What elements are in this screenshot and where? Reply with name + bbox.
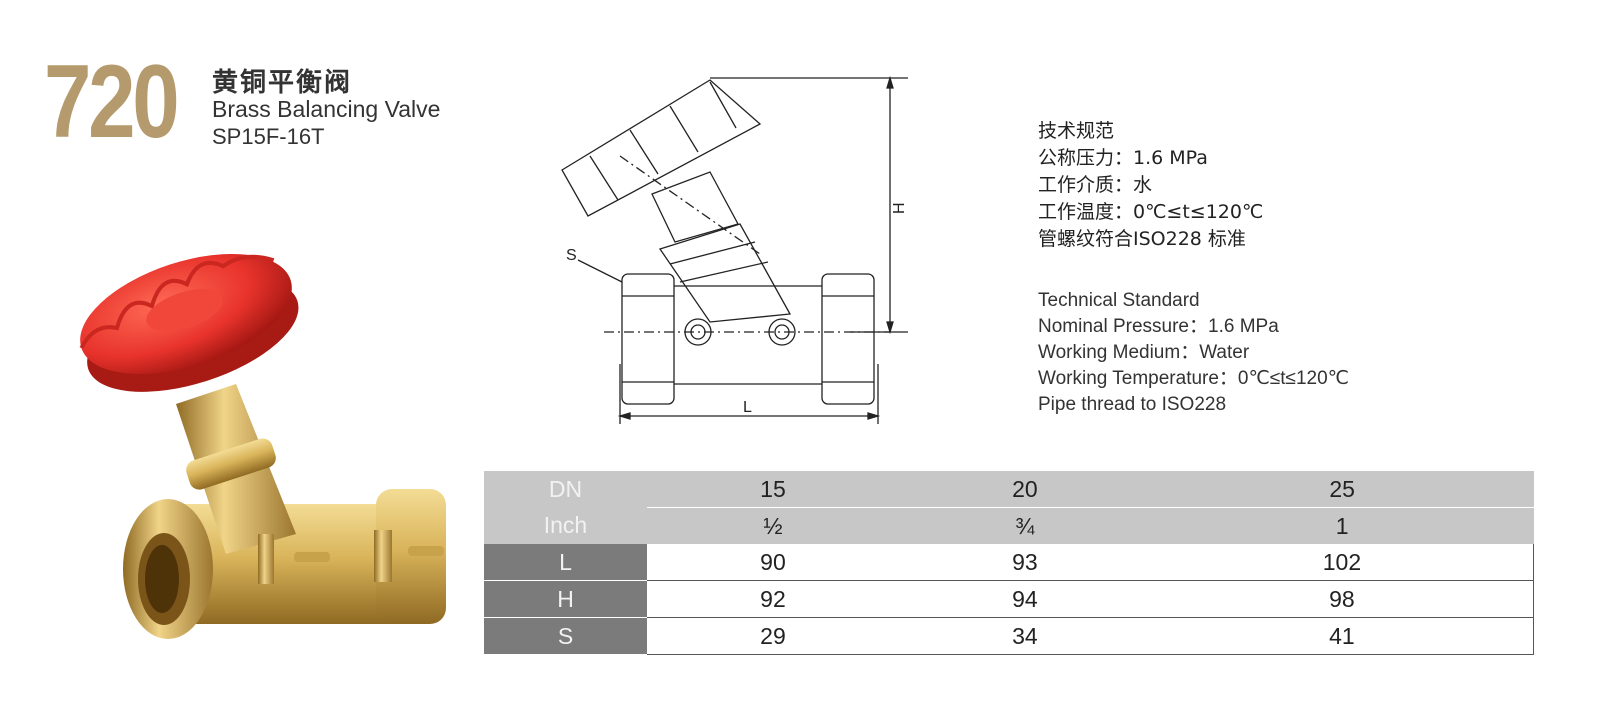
label-l: L [743,399,752,416]
table-cell: 15 [647,471,899,508]
table-cell: 93 [898,544,1151,581]
row-label: Inch [484,507,647,544]
spec-en-line: Working Temperature：0℃≤t≤120℃ [1038,368,1350,389]
table-cell: 1 [1150,507,1534,544]
label-h: H [891,202,908,214]
table-row: Inch ½ ¾ 1 [484,507,1534,544]
dimension-drawing: S H L [561,75,908,424]
row-label: L [484,544,647,581]
spec-cn-line: 工作介质：水 [1038,174,1153,196]
table-cell: 92 [647,580,899,618]
spec-en-line: Pipe thread to ISO228 [1038,394,1227,415]
table-cell: 102 [1150,544,1534,581]
spec-en-line: Technical Standard [1038,290,1200,311]
table-cell: 34 [898,617,1151,655]
spec-cn: 技术规范 公称压力：1.6 MPa 工作介质：水 工作温度：0℃≤t≤120℃ … [1038,118,1263,253]
table-row: S 29 34 41 [484,617,1534,655]
label-s: S [566,247,577,264]
row-label: DN [484,471,647,508]
model-number: 720 [44,44,180,160]
model-code: SP15F-16T [212,124,325,149]
table-cell: 94 [898,580,1151,618]
table-cell: 98 [1150,580,1534,618]
table-row: DN 15 20 25 [484,471,1534,508]
spec-en: Technical Standard Nominal Pressure：1.6 … [1038,288,1349,418]
spec-cn-line: 工作温度：0℃≤t≤120℃ [1038,201,1264,223]
row-label: H [484,580,647,618]
spec-cn-line: 管螺纹符合ISO228 标准 [1038,228,1246,250]
table-cell: 20 [898,471,1151,508]
valve-photo [79,253,446,639]
row-label: S [484,617,647,655]
table-cell: ¾ [898,507,1151,544]
dimension-table: DN 15 20 25 Inch ½ ¾ 1 L 90 93 102 H 92 … [484,471,1534,655]
spec-cn-line: 技术规范 [1038,120,1115,142]
table-cell: 90 [647,544,899,581]
table-row: L 90 93 102 [484,544,1534,581]
table-cell: 41 [1150,617,1534,655]
spec-en-line: Working Medium：Water [1038,342,1250,363]
product-title-en: Brass Balancing Valve [212,96,441,122]
table-cell: 25 [1150,471,1534,508]
table-cell: ½ [647,507,899,544]
spec-en-line: Nominal Pressure：1.6 MPa [1038,316,1279,337]
product-title-cn: 黄铜平衡阀 [212,68,353,98]
table-cell: 29 [647,617,899,655]
table-row: H 92 94 98 [484,580,1534,618]
spec-cn-line: 公称压力：1.6 MPa [1038,147,1208,169]
